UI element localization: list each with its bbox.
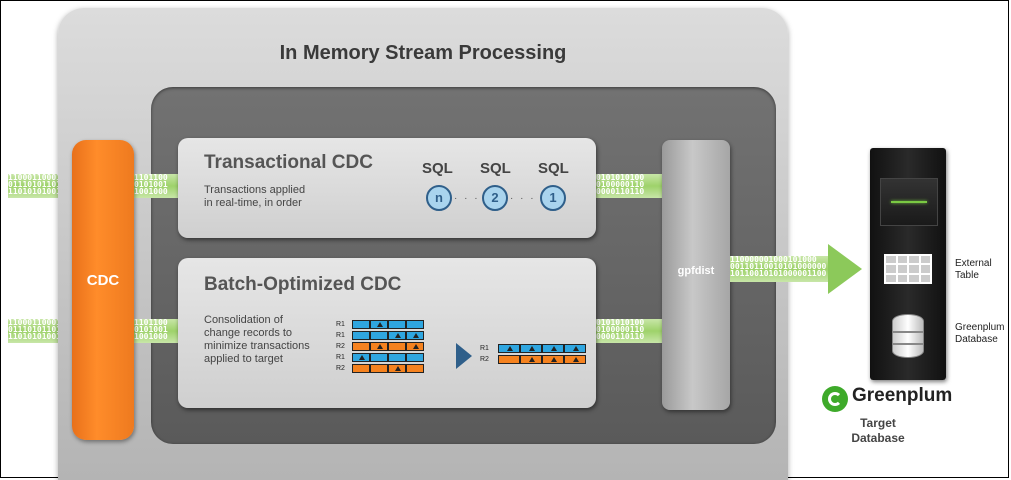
record-cell	[406, 353, 424, 362]
record-row-label: R2	[336, 343, 345, 350]
consolidated-cell	[498, 355, 520, 364]
consolidated-cell	[498, 344, 520, 353]
consolidated-cell	[542, 344, 564, 353]
consolidated-cell	[564, 355, 586, 364]
diagram-title: In Memory Stream Processing	[279, 42, 567, 64]
record-cell	[352, 320, 370, 329]
transactional-cdc-panel: Transactional CDC Transactions applied i…	[178, 138, 596, 238]
record-row-label: R2	[336, 365, 345, 372]
record-cell	[406, 364, 424, 373]
consolidated-row-label: R1	[480, 345, 489, 352]
server-panel	[880, 178, 938, 226]
consolidated-row-label: R2	[480, 356, 489, 363]
consolidated-cell	[564, 344, 586, 353]
record-cell	[406, 320, 424, 329]
consolidated-cell	[520, 355, 542, 364]
greenplum-server	[870, 148, 946, 380]
record-cell	[388, 320, 406, 329]
record-row-label: R1	[336, 354, 345, 361]
batch-cdc-description: Consolidation of change records to minim…	[204, 314, 310, 365]
record-cell	[406, 342, 424, 351]
record-cell	[370, 320, 388, 329]
consolidated-cell	[520, 344, 542, 353]
database-icon	[892, 314, 924, 358]
transaction-n-circle: n	[426, 185, 452, 211]
external-table-icon	[884, 254, 932, 284]
target-database-label: Target Database	[851, 416, 905, 445]
record-cell	[352, 353, 370, 362]
record-cell	[388, 331, 406, 340]
cdc-label: CDC	[86, 272, 120, 289]
record-cell	[388, 364, 406, 373]
gpfdist-label: gpfdist	[677, 265, 715, 277]
record-cell	[352, 364, 370, 373]
cdc-component: CDC	[72, 140, 134, 440]
record-cell	[388, 342, 406, 351]
greenplum-brand-name: Greenplum	[852, 385, 953, 406]
database-arrow-head	[828, 244, 862, 294]
transaction-2-circle: 2	[482, 185, 508, 211]
record-cell	[352, 342, 370, 351]
consolidate-arrow	[456, 343, 472, 369]
record-cell	[370, 342, 388, 351]
greenplum-logo-icon	[822, 386, 848, 412]
transaction-1-circle: 1	[540, 185, 566, 211]
record-cell	[406, 331, 424, 340]
record-cell	[370, 331, 388, 340]
transaction-dots: · · ·	[510, 193, 536, 204]
greenplum-database-label: Greenplum Database	[955, 322, 1005, 345]
record-cell	[388, 353, 406, 362]
consolidated-cell	[542, 355, 564, 364]
server-led	[891, 201, 927, 203]
record-row-label: R1	[336, 332, 345, 339]
gpfdist-component: gpfdist	[662, 140, 730, 410]
record-cell	[352, 331, 370, 340]
sql-label-2: SQL	[480, 160, 511, 177]
record-cell	[370, 353, 388, 362]
transactional-cdc-title: Transactional CDC	[204, 152, 373, 173]
record-row-label: R1	[336, 321, 345, 328]
external-table-label: External Table	[955, 258, 992, 281]
batch-optimized-cdc-panel: Batch-Optimized CDC Consolidation of cha…	[178, 258, 596, 408]
sql-label-1: SQL	[538, 160, 569, 177]
record-cell	[370, 364, 388, 373]
batch-cdc-title: Batch-Optimized CDC	[204, 274, 402, 295]
transactional-cdc-description: Transactions applied in real-time, in or…	[204, 184, 306, 209]
sql-label-n: SQL	[422, 160, 453, 177]
transaction-dots: · · ·	[454, 193, 480, 204]
